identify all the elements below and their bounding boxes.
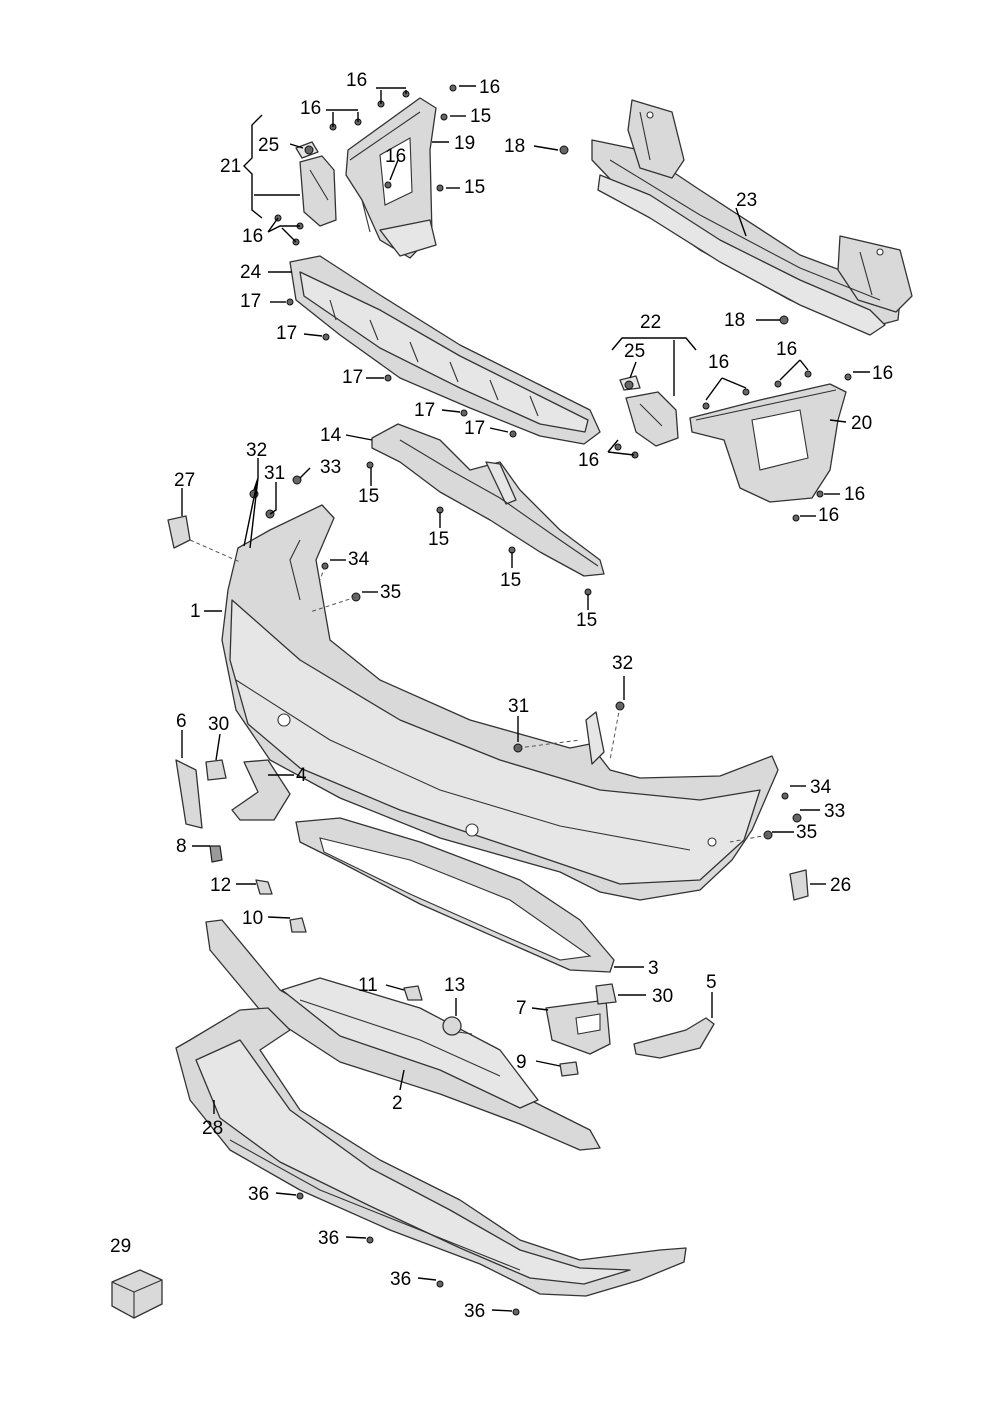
callout-21: 21	[220, 156, 241, 177]
part-20-right-bracket	[689, 383, 847, 503]
part-30-clip-a	[205, 759, 227, 781]
callout-10: 10	[242, 908, 263, 929]
callout-14: 14	[320, 425, 342, 446]
part-9-clip	[559, 1061, 579, 1077]
callout-29: 29	[110, 1236, 131, 1257]
callout-24: 24	[240, 262, 262, 283]
callout-27: 27	[174, 470, 195, 491]
callout-23: 23	[736, 190, 757, 211]
part-30-clip-b	[595, 983, 617, 1005]
callout-12: 12	[210, 875, 231, 896]
callout-16: 16	[776, 339, 797, 360]
callout-15: 15	[576, 610, 597, 631]
callout-26: 26	[830, 875, 851, 896]
callout-7: 7	[516, 998, 527, 1019]
callout-16: 16	[844, 484, 865, 505]
part-14-mount-rail	[371, 423, 605, 577]
callout-18: 18	[504, 136, 525, 157]
part-10-clip	[289, 917, 307, 933]
callout-15: 15	[470, 106, 491, 127]
callout-15: 15	[464, 177, 485, 198]
callout-3: 3	[648, 958, 659, 979]
callout-4: 4	[296, 765, 307, 786]
part-11-clip	[403, 985, 423, 1001]
part-26-clip	[789, 869, 809, 901]
callout-labels: 16 16 16 15 25 16 19 18 21 15 23 16 24 1…	[110, 70, 893, 1322]
part-21-guide	[295, 141, 337, 227]
callout-36: 36	[318, 1228, 339, 1249]
callout-30: 30	[652, 986, 673, 1007]
part-5-support	[633, 1017, 715, 1059]
callout-17: 17	[342, 367, 363, 388]
callout-6: 6	[176, 711, 187, 732]
callout-31: 31	[264, 463, 285, 484]
callout-9: 9	[516, 1052, 527, 1073]
callout-36: 36	[248, 1184, 269, 1205]
callout-16: 16	[479, 77, 500, 98]
part-23-impact-beam	[591, 99, 913, 336]
part-24-energy-absorber	[289, 255, 601, 445]
callout-15: 15	[358, 486, 379, 507]
callout-13: 13	[444, 975, 465, 996]
callout-1: 1	[190, 601, 201, 622]
callout-16: 16	[578, 450, 599, 471]
part-28-diffuser	[175, 1007, 687, 1297]
callout-17: 17	[464, 418, 485, 439]
callout-33: 33	[320, 457, 341, 478]
callout-2: 2	[392, 1093, 403, 1114]
callout-16: 16	[346, 70, 367, 91]
part-4-support	[231, 759, 291, 821]
callout-36: 36	[464, 1301, 485, 1322]
callout-5: 5	[706, 972, 717, 993]
part-7-bracket	[545, 999, 611, 1055]
part-29-adhesive-block	[111, 1269, 163, 1319]
callout-15: 15	[428, 529, 449, 550]
callout-16: 16	[708, 352, 729, 373]
part-1-bumper-cover	[221, 504, 779, 901]
callout-15: 15	[500, 570, 521, 591]
callout-16: 16	[385, 146, 406, 167]
callout-17: 17	[414, 400, 435, 421]
callout-34: 34	[348, 549, 370, 570]
callout-19: 19	[454, 133, 475, 154]
part-13-sensor	[442, 1016, 473, 1036]
callout-31: 31	[508, 696, 529, 717]
callout-20: 20	[851, 413, 872, 434]
callout-18: 18	[724, 310, 745, 331]
callout-11: 11	[358, 975, 378, 996]
part-8-fitting	[209, 845, 223, 863]
callout-28: 28	[202, 1118, 223, 1139]
callout-35: 35	[796, 822, 817, 843]
callout-16: 16	[242, 226, 263, 247]
callout-34: 34	[810, 777, 832, 798]
callout-16: 16	[872, 363, 893, 384]
fastener-markers	[249, 84, 852, 1316]
callout-22: 22	[640, 312, 661, 333]
callout-35: 35	[380, 582, 401, 603]
callout-33: 33	[824, 801, 845, 822]
assembly-guide-lines	[189, 539, 769, 843]
callout-25: 25	[624, 341, 645, 362]
leader-lines	[181, 85, 870, 1312]
part-12-clip	[255, 879, 273, 895]
callout-25: 25	[258, 135, 279, 156]
callout-8: 8	[176, 836, 187, 857]
callout-32: 32	[612, 653, 633, 674]
callout-30: 30	[208, 714, 229, 735]
callout-17: 17	[240, 291, 261, 312]
callout-32: 32	[246, 440, 267, 461]
callout-16: 16	[300, 98, 321, 119]
part-3-trim-strip	[295, 817, 615, 973]
callout-16: 16	[818, 505, 839, 526]
callout-17: 17	[276, 323, 297, 344]
part-6-bracket	[175, 759, 203, 829]
part-27-clip	[167, 515, 191, 549]
callout-36: 36	[390, 1269, 411, 1290]
